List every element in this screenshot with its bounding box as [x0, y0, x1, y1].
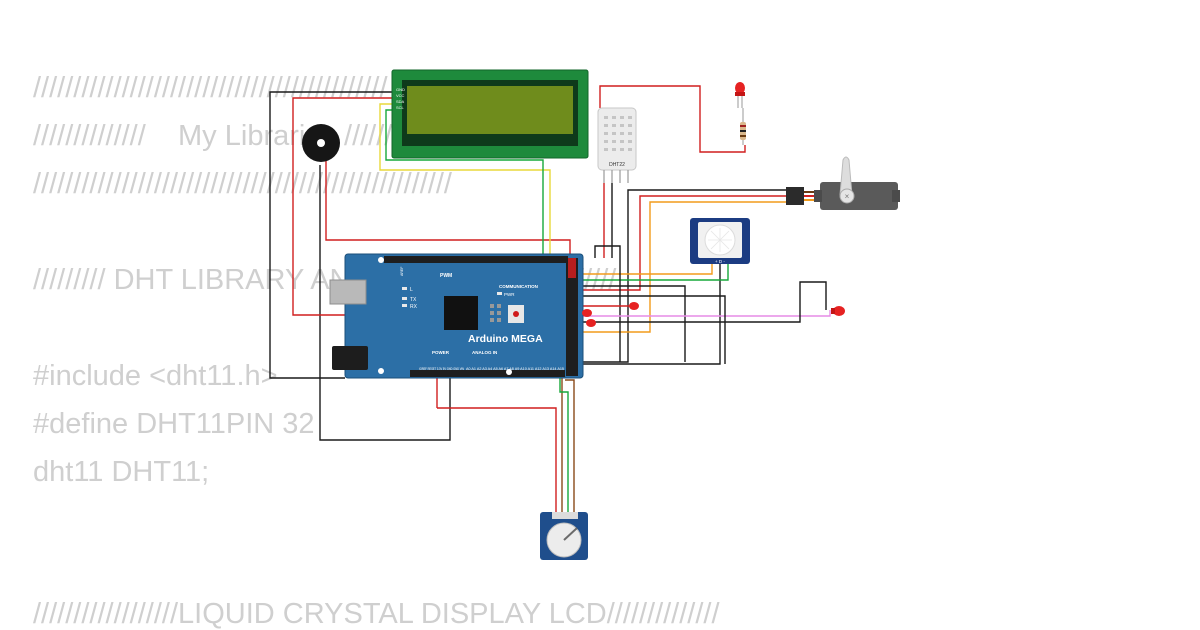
lcd-pin-scl: SCL: [396, 105, 405, 110]
lcd-pin-sda: SDA: [396, 99, 405, 104]
led-l-label: L: [410, 287, 413, 293]
wire-black[interactable]: [269, 91, 392, 379]
buzzer[interactable]: [302, 124, 340, 162]
power-label: POWER: [432, 350, 450, 355]
usb-port: [329, 279, 367, 305]
communication-label: COMMUNICATION: [499, 284, 538, 289]
dht22-label: DHT22: [609, 162, 625, 168]
led-red-top[interactable]: [735, 82, 745, 108]
led-red-board-2[interactable]: [582, 309, 596, 327]
pir-sensor[interactable]: + D -: [690, 218, 750, 264]
wire-green[interactable]: [580, 264, 729, 281]
wire-red[interactable]: [599, 85, 746, 153]
wire-black[interactable]: [580, 295, 726, 364]
digital-header: [384, 256, 568, 263]
lcd-display[interactable]: GND VCC SDA SCL: [391, 69, 589, 159]
dht22-sensor[interactable]: DHT22: [597, 107, 637, 183]
resistor[interactable]: [740, 108, 746, 145]
wire-orange[interactable]: [580, 264, 713, 275]
code-line-3: ////////////////////////////////////////…: [33, 168, 452, 200]
led-rx-label: RX: [410, 304, 418, 310]
wire-black[interactable]: [580, 189, 790, 363]
led-red-right[interactable]: [831, 306, 845, 316]
lcd-pin-vcc: VCC: [396, 93, 405, 98]
wire-red[interactable]: [580, 195, 790, 291]
power-jack: [332, 346, 368, 370]
wire-pink[interactable]: [580, 310, 831, 317]
servo-motor[interactable]: ×: [786, 156, 900, 210]
wire-orange[interactable]: [580, 201, 790, 333]
wires: [269, 85, 831, 512]
lcd-pin-gnd: GND: [396, 87, 405, 92]
wire-green[interactable]: [559, 378, 569, 512]
wire-black[interactable]: [594, 245, 621, 362]
wire-green[interactable]: [385, 109, 544, 258]
wire-red[interactable]: [325, 150, 571, 258]
mcu-chip: [444, 296, 478, 330]
power-pins-label: IOREF RESET 3.3V 5V GND GND VIN: [419, 367, 465, 371]
pwr-label: PWR: [504, 292, 515, 297]
code-line-8: //////////////////LIQUID CRYSTAL DISPLAY…: [33, 598, 720, 630]
aref-label: AREF: [400, 267, 404, 276]
board-name: Arduino MEGA: [468, 333, 543, 345]
side-header: [566, 258, 578, 376]
code-line-5: #include <dht11.h>: [33, 360, 278, 392]
bottom-header: [410, 370, 565, 377]
wire-black[interactable]: [580, 285, 686, 362]
arduino-mega-board[interactable]: L TX RX PWR PWM COMMUNICATION POWER ANAL…: [329, 253, 584, 379]
led-tx-label: TX: [410, 297, 417, 303]
led-red-board-1[interactable]: [629, 302, 639, 310]
wire-black[interactable]: [580, 281, 827, 323]
wire-red[interactable]: [437, 407, 557, 512]
svg-text:×: ×: [845, 192, 850, 201]
wire-brown[interactable]: [565, 379, 575, 512]
code-line-6: #define DHT11PIN 32: [33, 408, 315, 440]
wire-yellow[interactable]: [379, 103, 551, 258]
wire-black[interactable]: [319, 165, 451, 441]
wire-black[interactable]: [580, 264, 721, 365]
potentiometer[interactable]: [540, 512, 588, 560]
analog-in-label: ANALOG IN: [472, 350, 497, 355]
pwm-label: PWM: [440, 273, 452, 279]
code-line-7: dht11 DHT11;: [33, 456, 210, 488]
pir-pin-labels: + D -: [715, 259, 725, 264]
analog-pins-label: A0 A1 A2 A3 A4 A5 A6 A7 A8 A9 A10 A11 A1…: [466, 367, 564, 371]
